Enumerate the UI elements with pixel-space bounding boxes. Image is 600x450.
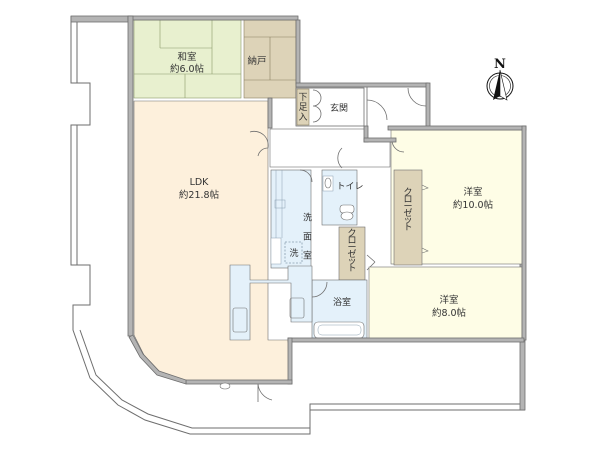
room-ldk: LDK 約21.8帖	[133, 100, 291, 382]
room-label: 玄関	[330, 102, 348, 114]
kitchen-counters	[229, 264, 313, 341]
room-genkan: 下足入 玄関	[295, 87, 365, 127]
room-label: 和室	[177, 51, 196, 63]
room-label: クローゼット	[347, 228, 356, 274]
washer-label: 洗	[289, 247, 298, 259]
ldk-door	[249, 131, 269, 157]
room-area: 約10.0帖	[453, 199, 494, 211]
room-senmenshitsu: 洗 洗面室	[270, 169, 313, 269]
room-closet-1: クローゼット	[338, 226, 376, 281]
room-yokushitsu: 浴室	[311, 279, 368, 339]
north-compass-icon: N	[486, 57, 514, 101]
room-label: トイレ	[336, 182, 363, 192]
room-area: 約6.0帖	[170, 63, 205, 75]
room-label: 洋室	[463, 186, 482, 198]
room-nando: 納戸	[243, 19, 297, 99]
room-label: 洋室	[439, 294, 458, 306]
outdoor-tap-icon	[219, 382, 231, 390]
closet-label: クローゼット	[403, 187, 412, 233]
room-area: 約8.0帖	[432, 307, 467, 319]
compass-label: N	[494, 57, 506, 72]
walls	[127, 15, 527, 385]
room-label: 納戸	[247, 55, 266, 67]
room-label: LDK	[190, 177, 210, 188]
room-toilet: トイレ	[321, 147, 364, 226]
room-washitsu: 和室 約6.0帖	[133, 19, 242, 99]
room-area: 約21.8帖	[179, 189, 220, 201]
room-yoshitsu-1: クローゼット 洋室 約10.0帖	[390, 129, 525, 266]
getabako-label: 下足入	[298, 93, 307, 123]
balcony-door	[257, 383, 273, 402]
room-label: 洗面室	[301, 211, 312, 259]
room-label: 浴室	[333, 296, 351, 308]
room-yoshitsu-2: 洋室 約8.0帖	[368, 266, 523, 340]
